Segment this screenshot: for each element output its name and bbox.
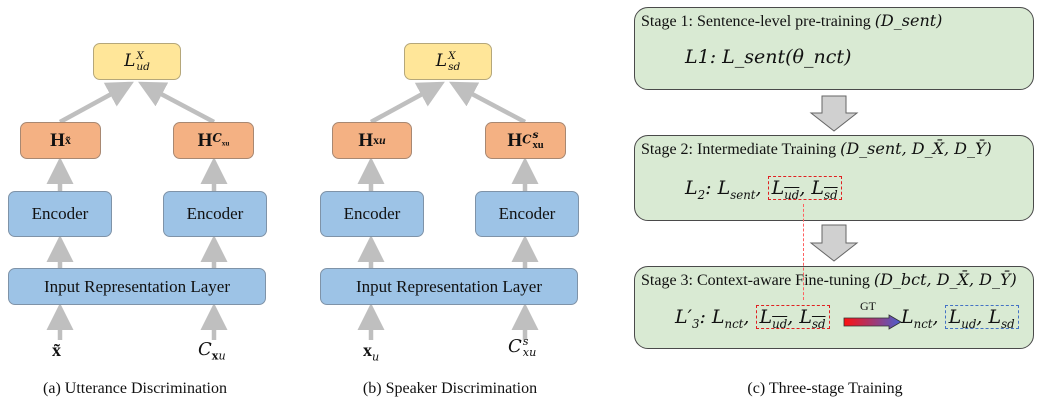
encoder-right-a: Encoder (163, 191, 267, 237)
encoder-left-b: Encoder (320, 191, 424, 237)
arrow-hidden-to-loss-right-b (449, 81, 527, 124)
input-x-tilde: x̃ (52, 340, 61, 360)
input-representation-layer-a: Input Representation Layer (8, 268, 266, 305)
stage-3-title: Stage 3: Context-aware Fine-tuning (D_bc… (641, 270, 1017, 289)
arrow-hidden-to-loss-right-a (138, 81, 216, 124)
gt-label: GT (860, 299, 876, 313)
stage-3-box: Stage 3: Context-aware Fine-tuning (D_bc… (634, 266, 1034, 349)
gt-arrow-icon (843, 314, 902, 330)
input-x-u: xu (363, 340, 380, 364)
caption-c: (c) Three-stage Training (747, 380, 903, 397)
encoder-left-a: Encoder (8, 191, 112, 237)
stage-down-arrow-1 (809, 95, 859, 132)
caption-b: (b) Speaker Discrimination (362, 380, 538, 397)
input-representation-layer-b: Input Representation Layer (320, 268, 578, 305)
arrow-hidden-to-loss-left-b (369, 81, 445, 124)
red-dotted-connector (803, 204, 804, 300)
stage-3-loss: L′3: Lnct, Lud, Lsd (675, 305, 830, 330)
stage-1-loss: L1: L_sent(θ_nct) (685, 46, 852, 68)
encoder-right-b: Encoder (475, 191, 579, 237)
stage-2-loss: L2: Lsent, Lud, Lsd (685, 176, 842, 201)
stage-down-arrow-2 (809, 224, 859, 262)
arrow-hidden-to-loss-left-a (58, 81, 134, 124)
caption-a: (a) Utterance Discrimination (43, 380, 227, 397)
stage-2-title: Stage 2: Intermediate Training (D_sent, … (641, 139, 992, 158)
stage-1-title: Stage 1: Sentence-level pre-training (D_… (641, 11, 943, 30)
stage-2-box: Stage 2: Intermediate Training (D_sent, … (634, 135, 1034, 221)
stage-3-loss-after: Lnct, Lud, Lsd (901, 305, 1019, 330)
stage-1-box: Stage 1: Sentence-level pre-training (D_… (634, 7, 1034, 90)
input-context-a: Cxu (198, 339, 226, 363)
